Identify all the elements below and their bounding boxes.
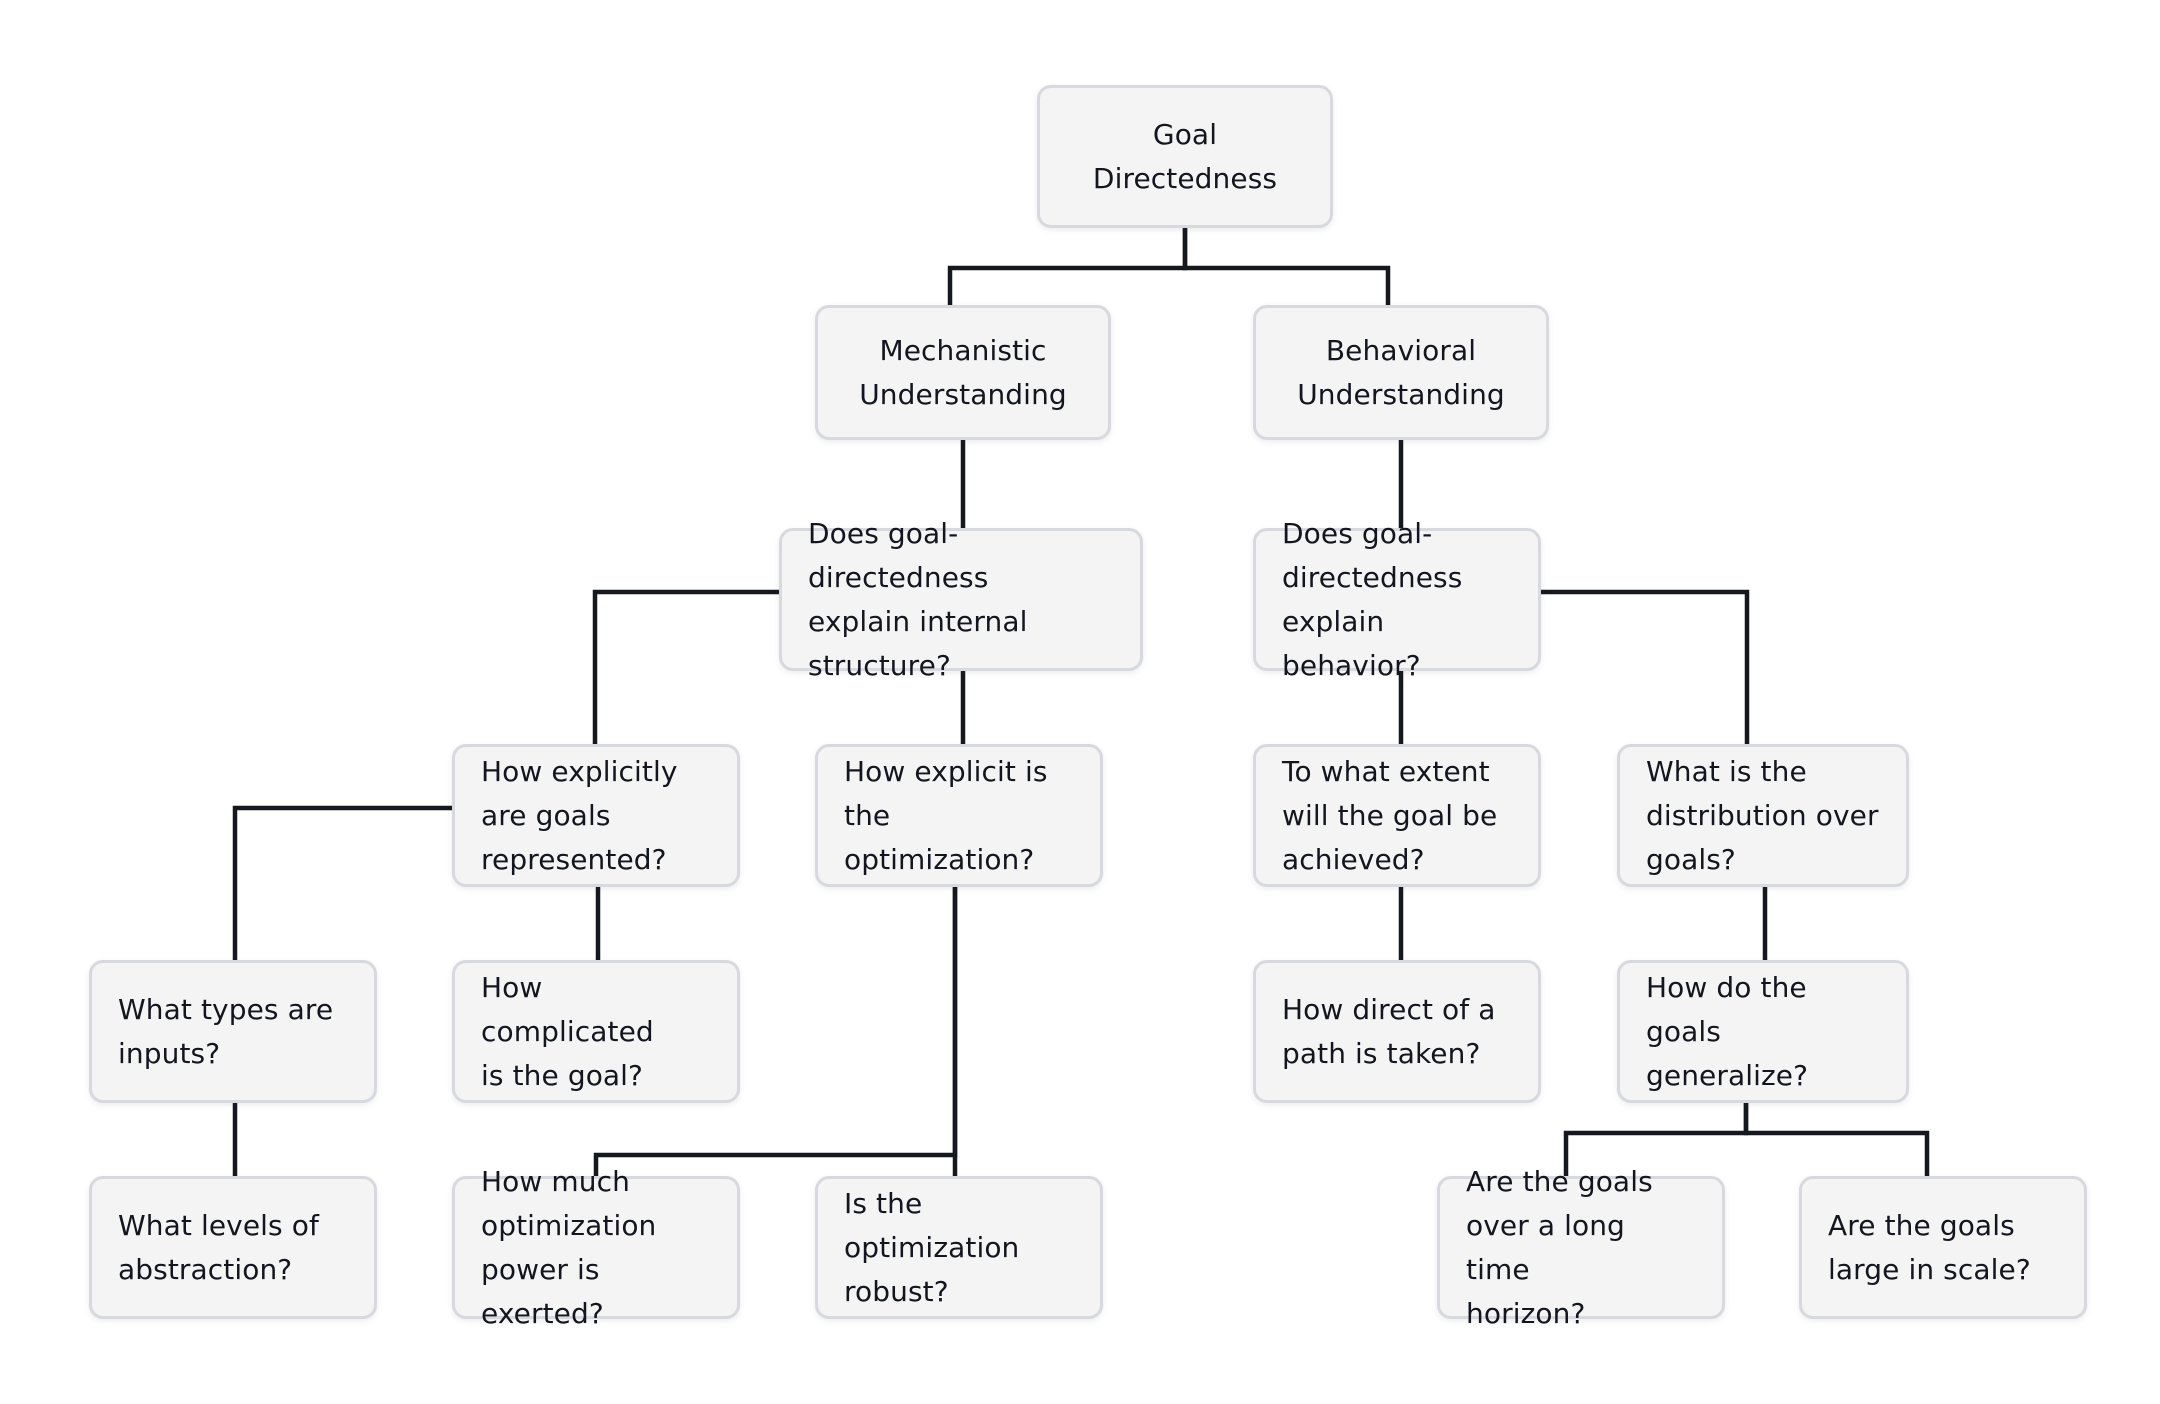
node-types-inputs[interactable]: What types are inputs? (89, 960, 377, 1103)
edge-internal-structure-to-goals-represented (592, 589, 779, 744)
node-goals-generalize[interactable]: How do the goals generalize? (1617, 960, 1909, 1103)
edge-goals-represented-to-types-inputs (232, 805, 452, 960)
node-label-levels-abstraction: What levels of abstraction? (118, 1208, 319, 1286)
node-explain-behavior[interactable]: Does goal- directedness explain behavior… (1253, 517, 1541, 682)
node-distribution-goals[interactable]: What is the distribution over goals? (1617, 744, 1909, 887)
node-label-explicit-optimization: How explicit is the optimization? (844, 754, 1048, 876)
node-label-optimization-robust: Is the optimization robust? (844, 1186, 1020, 1308)
node-optimization-power[interactable]: How much optimization power is exerted? (452, 1165, 740, 1330)
node-label-goals-represented: How explicitly are goals represented? (481, 754, 678, 876)
node-large-in-scale[interactable]: Are the goals large in scale? (1799, 1176, 2087, 1319)
node-goal-achieved[interactable]: To what extent will the goal be achieved… (1253, 744, 1541, 887)
node-label-internal-structure: Does goal-directedness explain internal … (808, 516, 1028, 682)
node-mechanistic[interactable]: Mechanistic Understanding (815, 305, 1111, 440)
node-direct-path[interactable]: How direct of a path is taken? (1253, 960, 1541, 1103)
node-long-time-horizon[interactable]: Are the goals over a long time horizon? (1437, 1165, 1725, 1330)
edge-root-to-behavioral (1182, 228, 1391, 305)
node-label-goals-generalize: How do the goals generalize? (1646, 970, 1809, 1092)
node-complicated-goal[interactable]: How complicated is the goal? (452, 960, 740, 1103)
node-goals-represented[interactable]: How explicitly are goals represented? (452, 744, 740, 887)
node-internal-structure[interactable]: Does goal-directedness explain internal … (779, 517, 1143, 682)
node-label-large-in-scale: Are the goals large in scale? (1828, 1208, 2031, 1286)
node-label-root: Goal Directedness (1092, 117, 1278, 195)
node-label-distribution-goals: What is the distribution over goals? (1646, 754, 1879, 876)
node-explicit-optimization[interactable]: How explicit is the optimization? (815, 744, 1103, 887)
node-label-types-inputs: What types are inputs? (118, 992, 334, 1070)
node-label-mechanistic: Mechanistic Understanding (859, 333, 1067, 411)
node-levels-abstraction[interactable]: What levels of abstraction? (89, 1176, 377, 1319)
node-label-complicated-goal: How complicated is the goal? (481, 970, 654, 1092)
node-label-goal-achieved: To what extent will the goal be achieved… (1282, 754, 1498, 876)
node-label-explain-behavior: Does goal- directedness explain behavior… (1282, 516, 1463, 682)
node-optimization-robust[interactable]: Is the optimization robust? (815, 1176, 1103, 1319)
node-label-long-time-horizon: Are the goals over a long time horizon? (1466, 1164, 1653, 1330)
node-label-direct-path: How direct of a path is taken? (1282, 992, 1496, 1070)
edge-goals-generalize-to-large-in-scale (1743, 1103, 1930, 1176)
node-label-behavioral: Behavioral Understanding (1297, 333, 1505, 411)
node-root[interactable]: Goal Directedness (1037, 85, 1333, 228)
edge-root-to-mechanistic (947, 228, 1188, 305)
node-behavioral[interactable]: Behavioral Understanding (1253, 305, 1549, 440)
edge-explain-behavior-to-distribution-goals (1541, 589, 1750, 744)
node-label-optimization-power: How much optimization power is exerted? (481, 1164, 657, 1330)
